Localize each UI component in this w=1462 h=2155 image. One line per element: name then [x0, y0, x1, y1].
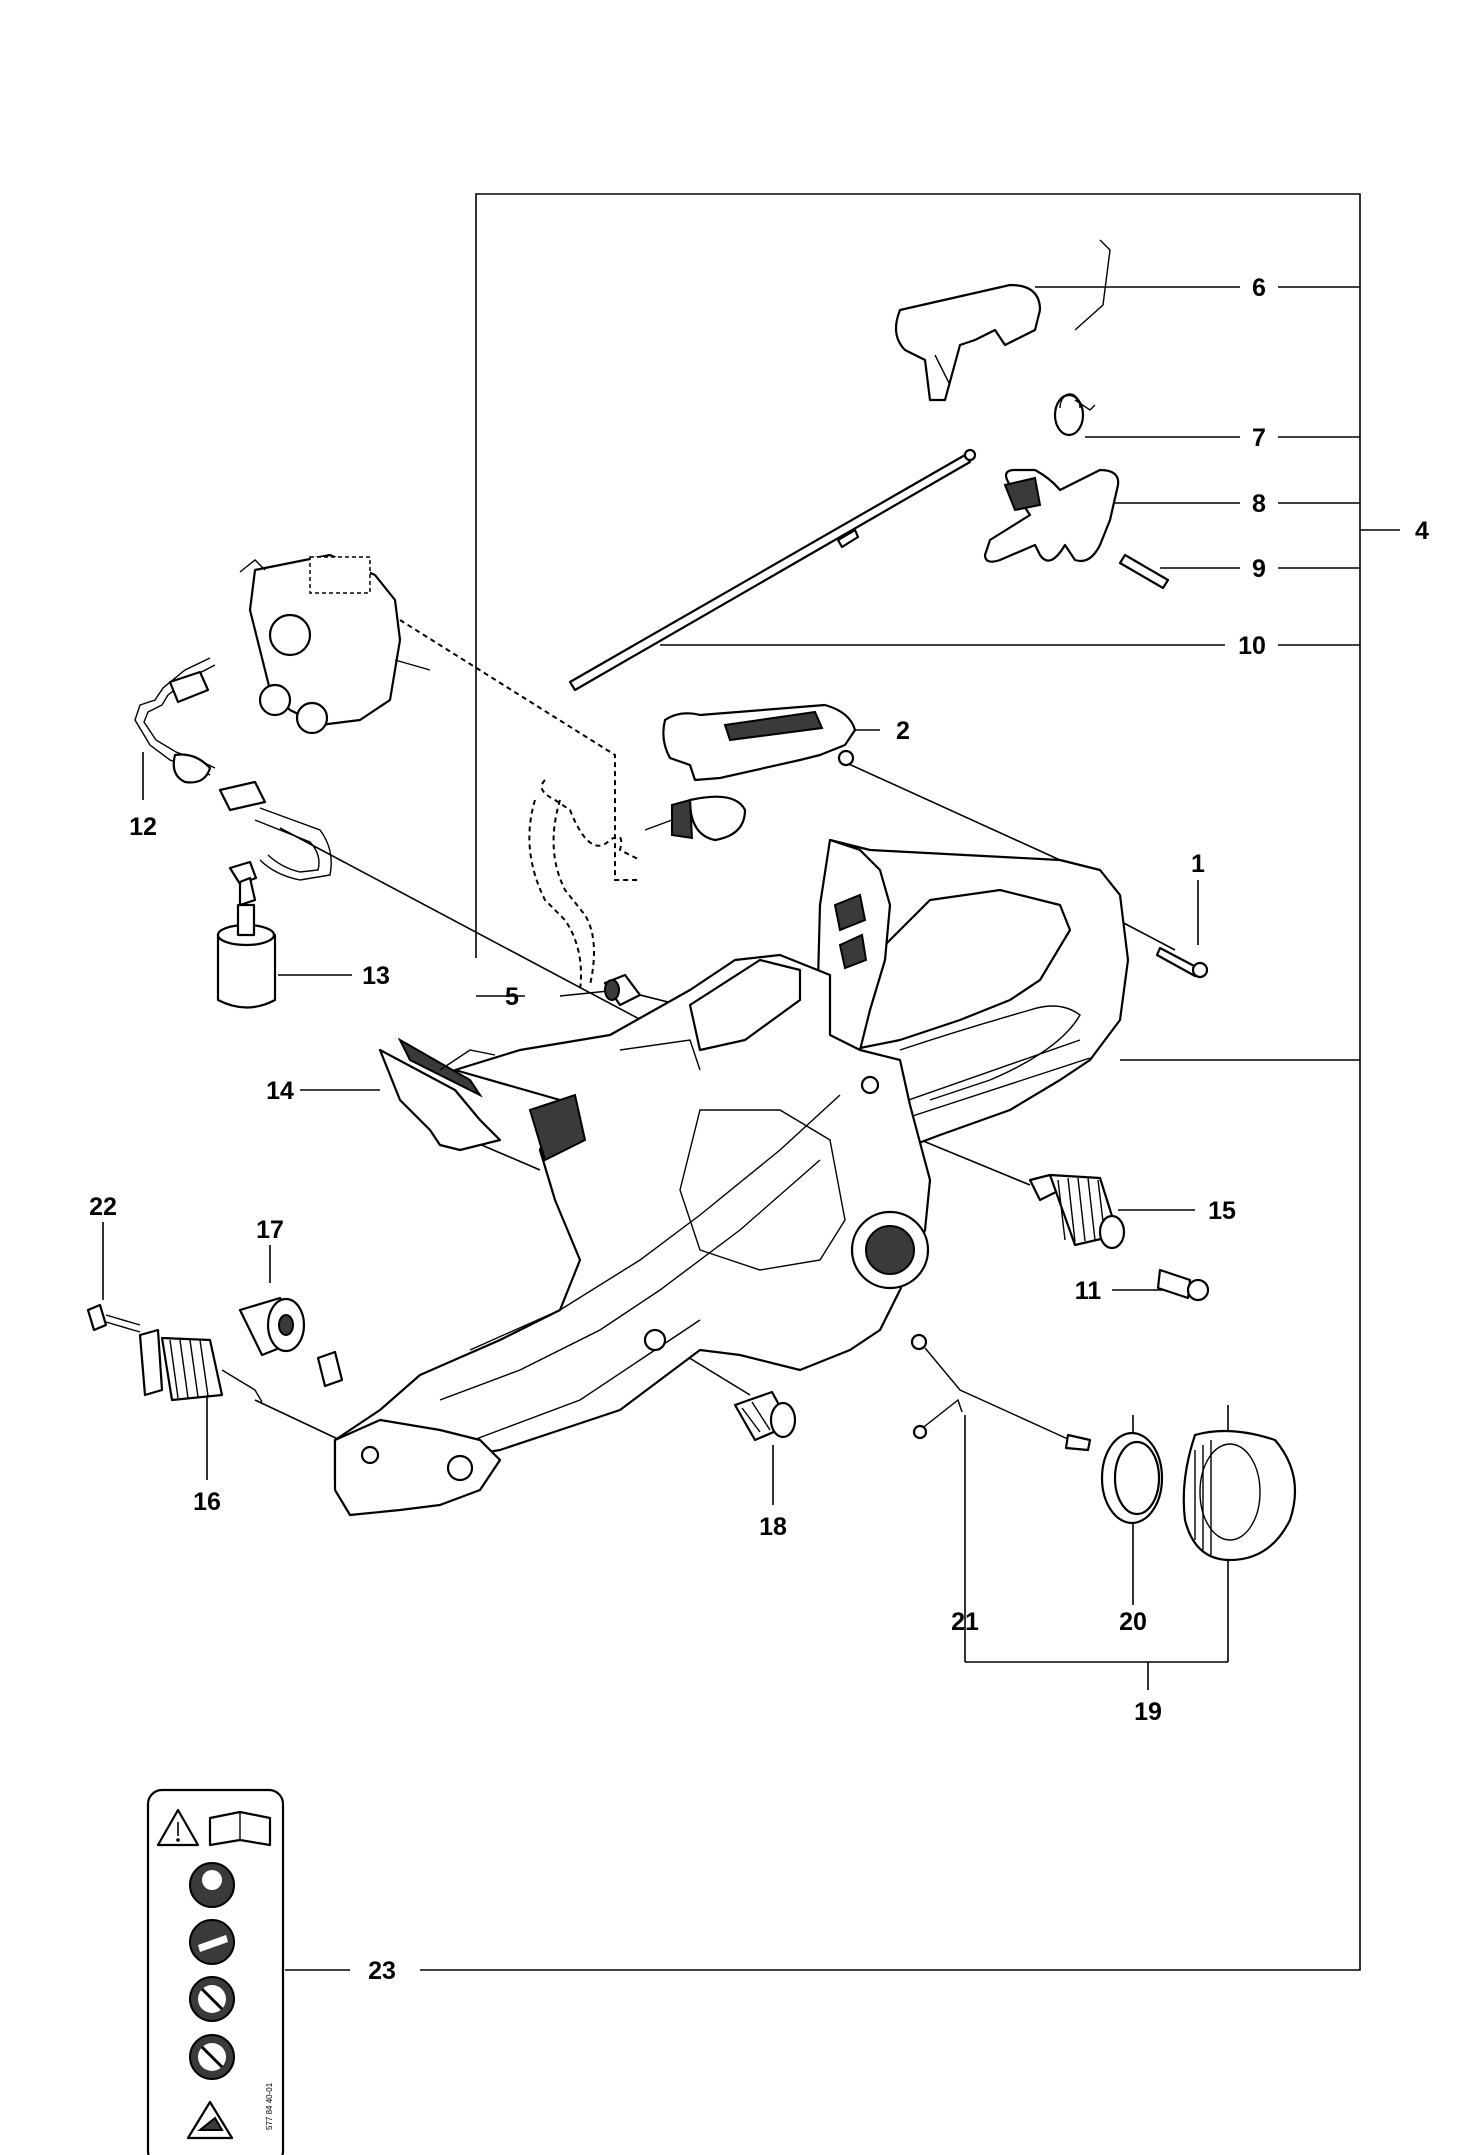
av-spring-part-15: [1028, 1173, 1126, 1250]
kickback-warning-icon: [186, 2100, 234, 2140]
fuel-filter-part-13: [216, 876, 277, 1009]
callout-4: 4: [1415, 517, 1429, 545]
callout-10: 10: [1238, 632, 1266, 660]
no-one-hand-operation-icon: [189, 1976, 235, 2022]
cap-strap-part-21: [910, 1333, 1092, 1452]
callout-21: 21: [951, 1608, 979, 1636]
callout-17: 17: [256, 1216, 284, 1244]
screw-part-1: [1155, 946, 1209, 979]
assembly-bracket-4: [420, 193, 1400, 1971]
bushing-part-5: [603, 973, 642, 1007]
callout-6: 6: [1252, 274, 1266, 302]
decal-part-number: 577 84 40-01: [265, 2082, 274, 2130]
spring-part-7: [1053, 239, 1111, 437]
fuel-hose-part-12: [134, 657, 332, 886]
chain-brake-shield-part-14: [378, 1037, 502, 1152]
callout-14: 14: [266, 1077, 294, 1105]
callout-12: 12: [129, 813, 157, 841]
callout-20: 20: [1119, 1608, 1147, 1636]
callout-5: 5: [505, 983, 519, 1011]
callout-labels: 1 2 4 5 6 7 8 9 10 11 12 13 14 15 16 17 …: [89, 274, 1429, 1985]
callout-22: 22: [89, 1193, 117, 1221]
throttle-trigger-part-8: [983, 468, 1120, 563]
callout-13: 13: [362, 962, 390, 990]
callout-18: 18: [759, 1513, 787, 1541]
screw-part-11: [1156, 1268, 1210, 1302]
two-hand-operation-icon: [189, 1919, 235, 1965]
ear-eye-protection-icon: [189, 1862, 235, 1908]
o-ring-part-20: [1100, 1431, 1164, 1525]
callout-19: 19: [1134, 1698, 1162, 1726]
throttle-lock-part-6: [894, 283, 1042, 402]
callout-15: 15: [1208, 1197, 1236, 1225]
fuel-cap: [1182, 1429, 1297, 1562]
rear-handle-housing-part-4: [333, 838, 1130, 1517]
screw-part-22: [86, 1303, 141, 1333]
warning-triangle-icon: [156, 1808, 200, 1847]
safety-decal-part-23: 577 84 40-01: [146, 1788, 285, 2155]
no-kickback-icon: [189, 2034, 235, 2080]
handle-cover-part-2: [662, 703, 857, 782]
manual-book-icon: [208, 1810, 272, 1847]
callout-9: 9: [1252, 555, 1266, 583]
av-rubber-part-17: [238, 1296, 344, 1388]
callout-16: 16: [193, 1488, 221, 1516]
callout-1: 1: [1191, 850, 1205, 878]
primer-hoses-reference: [399, 619, 747, 991]
callout-7: 7: [1252, 424, 1266, 452]
carburetor-reference: [239, 553, 431, 735]
throttle-rod-part-10: [568, 448, 977, 692]
callout-8: 8: [1252, 490, 1266, 518]
av-spring-part-16: [138, 1328, 263, 1403]
plug-part-18: [733, 1390, 797, 1442]
callout-23: 23: [368, 1957, 396, 1985]
callout-11: 11: [1075, 1277, 1102, 1305]
pin-part-9: [1118, 553, 1170, 590]
callout-2: 2: [896, 717, 910, 745]
